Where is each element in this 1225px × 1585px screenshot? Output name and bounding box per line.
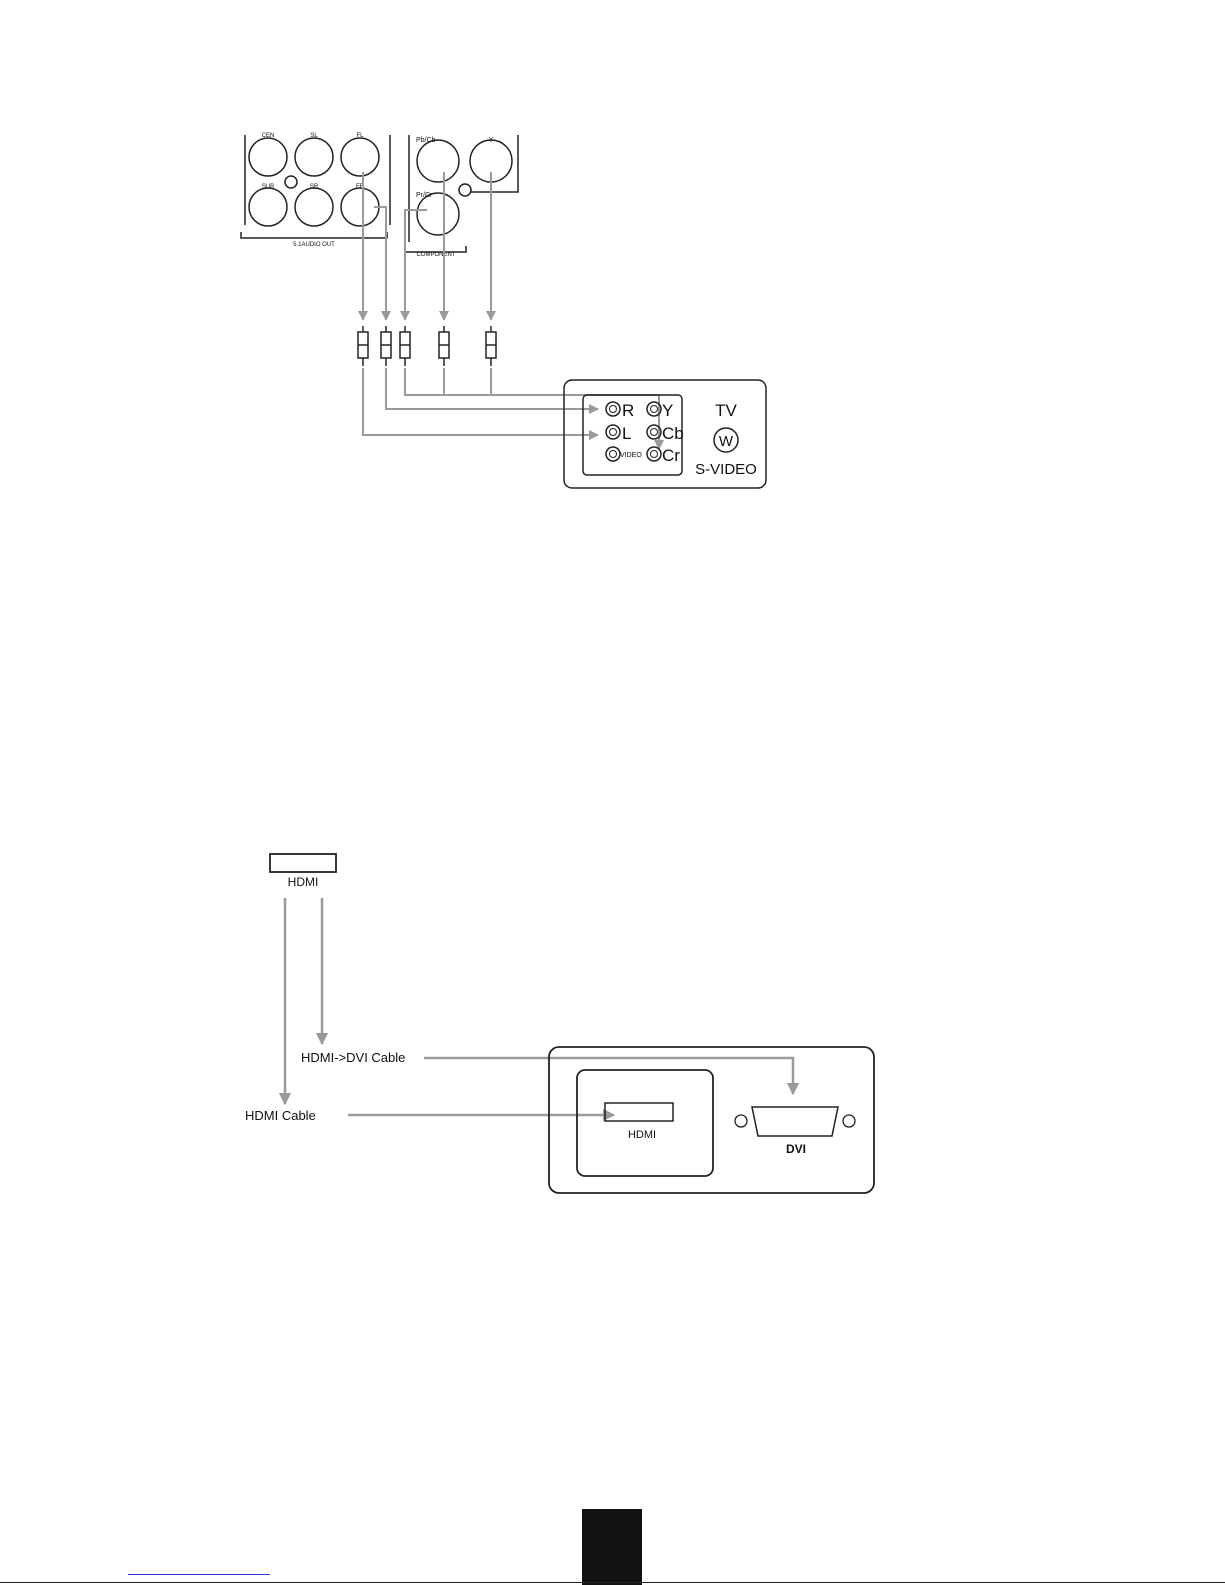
rca-plug-1 — [358, 326, 368, 366]
jack-fr — [341, 188, 379, 226]
label-cen: CEN — [262, 133, 275, 139]
cable-to-l — [363, 368, 598, 435]
label-component-group: COMPONENT — [417, 252, 456, 258]
component-panel-outline — [409, 135, 518, 242]
jack-sub — [249, 188, 287, 226]
svideo-label: S-VIDEO — [695, 461, 757, 478]
footer-rule — [0, 1582, 1225, 1583]
tv-label-r: R — [622, 401, 634, 420]
source-hdmi-label: HDMI — [288, 875, 319, 889]
tv-label-cr: Cr — [662, 446, 680, 465]
rca-plug-5 — [486, 326, 496, 366]
cable-dvi-horizontal — [424, 1058, 793, 1094]
rca-plug-4 — [439, 326, 449, 366]
label-pr-cr: Pr/Cr — [416, 192, 433, 199]
label-sr: SR — [310, 184, 319, 190]
footer-link-underline — [128, 1574, 270, 1575]
jack-sl — [295, 138, 333, 176]
tv-hdmi-bay — [577, 1070, 713, 1176]
label-sub: SUB — [262, 184, 274, 190]
tv-jack-l — [606, 425, 620, 439]
jack-pb-cb — [417, 140, 459, 182]
dvi-screw-right — [843, 1115, 855, 1127]
audio-group-bracket — [241, 232, 387, 238]
label-y: Y — [489, 137, 494, 144]
audio-panel-outline — [245, 135, 390, 225]
tv-jack-r — [606, 402, 620, 416]
cable-fr — [374, 207, 386, 320]
cable-dvi-label: HDMI->DVI Cable — [301, 1050, 405, 1065]
label-sl: SL — [310, 133, 318, 139]
rca-plug-3 — [400, 326, 410, 366]
audio-center-hole — [285, 176, 297, 188]
label-audio-group: 5.1AUDIO OUT — [293, 242, 335, 248]
cable-hdmi-label: HDMI Cable — [245, 1108, 316, 1123]
jack-fl — [341, 138, 379, 176]
jack-pr-cr — [417, 193, 459, 235]
source-hdmi-port: HDMI — [270, 854, 336, 889]
rca-plugs — [358, 326, 496, 366]
tv-dvi-port — [752, 1107, 838, 1136]
tv-label-video: VIDEO — [620, 452, 642, 459]
page-tab-marker — [582, 1509, 642, 1585]
label-fl: FL — [356, 133, 364, 139]
tv-jack-video — [606, 447, 620, 461]
jack-sr — [295, 188, 333, 226]
dvi-screw-left — [735, 1115, 747, 1127]
component-hole — [459, 184, 471, 196]
player-rear-panel — [241, 135, 518, 252]
tv-title: TV — [715, 401, 737, 420]
label-pb-cb: Pb/Cb — [416, 137, 436, 144]
jack-cen — [249, 138, 287, 176]
source-hdmi-outline — [270, 854, 336, 872]
tv-label-cb: Cb — [662, 424, 684, 443]
tv-hdmi-label: HDMI — [628, 1129, 656, 1141]
tv-label-y: Y — [662, 401, 673, 420]
rca-plug-2 — [381, 326, 391, 366]
tv-rear-panel: HDMI DVI — [549, 1047, 874, 1193]
svideo-symbol: W — [719, 433, 734, 450]
tv-jack-cr — [647, 447, 661, 461]
tv-dvi-label: DVI — [786, 1142, 806, 1156]
tv-label-l: L — [622, 424, 631, 443]
tv-hdmi-port — [605, 1103, 673, 1121]
bottom-cables — [285, 898, 793, 1115]
